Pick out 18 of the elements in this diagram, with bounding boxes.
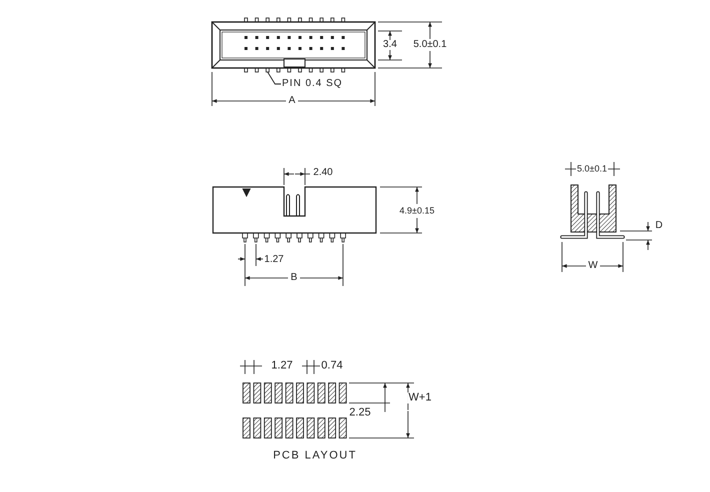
dimension-label: 0.74: [320, 360, 344, 372]
dimension-label: 5.0±0.1: [412, 40, 448, 50]
dimension-label: 4.9±0.15: [398, 206, 436, 216]
dimension-label: 2.40: [312, 168, 334, 178]
dimension-label: 1.27: [263, 255, 285, 265]
dimension-label: 2.25: [348, 408, 372, 418]
dimension-label: 5.0±0.1: [576, 164, 608, 174]
dimension-label: 1.27: [270, 360, 294, 372]
dimension-label: 3.4: [382, 40, 398, 50]
dimension-label: B: [290, 273, 298, 283]
dimension-label: A: [288, 96, 296, 106]
dimension-label: W+1: [408, 392, 432, 404]
dimension-label: W: [587, 261, 599, 271]
leader-line: [267, 72, 282, 84]
dimension-label: D: [654, 221, 664, 231]
pin-callout: PIN 0.4 SQ: [281, 77, 344, 91]
pin: [266, 68, 270, 72]
view-caption: PCB LAYOUT: [272, 450, 358, 462]
